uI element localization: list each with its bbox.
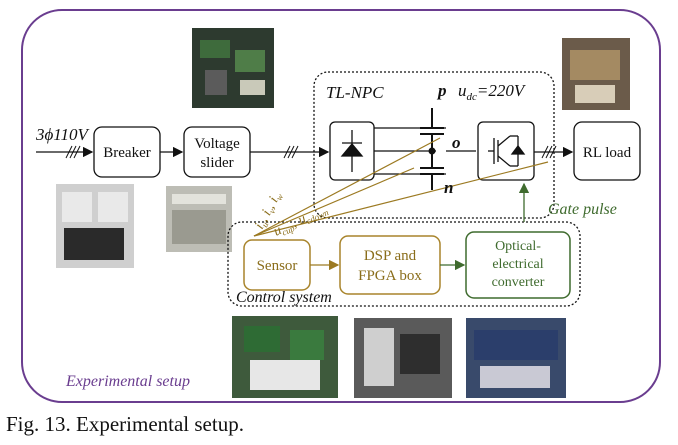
sensor-label: Sensor: [257, 258, 298, 274]
dsp-label-1: DSP and: [364, 248, 417, 264]
breaker-label: Breaker: [103, 145, 150, 161]
voltage-slider-label-2: slider: [200, 155, 233, 171]
node-p-label: p: [436, 81, 447, 100]
input-label: 3ϕ110V: [35, 125, 91, 144]
three-phase-ticks: [65, 145, 81, 159]
dsp-fpga-block: [339, 235, 441, 295]
experimental-setup-label: Experimental setup: [65, 373, 190, 390]
dsp-fpga-photo: [354, 318, 452, 398]
neutral-node: [428, 147, 436, 155]
optical-converter-block: [465, 231, 571, 299]
igbt-icon: [488, 135, 526, 167]
rl-load-block: [573, 121, 641, 181]
breaker-photo: [56, 184, 134, 268]
figure-caption: Fig. 13. Experimental setup.: [6, 412, 244, 436]
optical-board-photo: [466, 318, 566, 398]
tl-npc-container: [313, 71, 555, 219]
voltage-slider-photo: [166, 186, 232, 252]
dsp-label-2: FPGA box: [358, 268, 422, 284]
udc-label: udc=220V: [458, 81, 527, 103]
optical-label-2: electrical: [492, 257, 543, 272]
current-signal-labels: iu, iv, iw: [252, 189, 285, 232]
node-n-label: n: [444, 178, 453, 197]
node-o-label: o: [452, 133, 461, 152]
sensor-board-photo: [232, 316, 338, 398]
diode-icon: [340, 130, 364, 172]
voltage-slider-label-1: Voltage: [194, 136, 240, 152]
svg-text:iu, iv, iw: iu, iv, iw: [252, 189, 285, 232]
optical-label-1: Optical-: [495, 239, 541, 254]
rl-load-label: RL load: [583, 145, 632, 161]
voltage-controller-photo: [192, 28, 274, 108]
control-system-container: [227, 221, 581, 307]
outer-frame: [21, 9, 661, 403]
gate-pulse-label: Gate pulse: [548, 201, 617, 218]
load-photo: [562, 38, 630, 110]
control-system-label: Control system: [236, 289, 332, 306]
inverter-block: [477, 121, 535, 181]
optical-label-3: converter: [492, 275, 545, 290]
tl-npc-title: TL-NPC: [326, 83, 384, 102]
